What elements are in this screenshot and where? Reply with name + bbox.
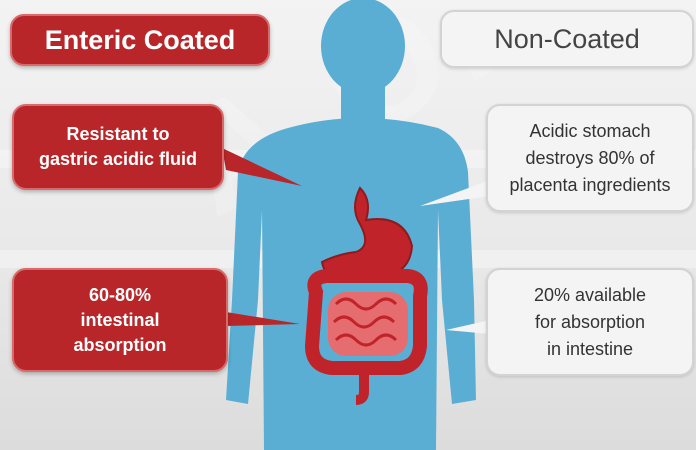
enteric-intestine-box: 60-80% intestinal absorption	[12, 268, 228, 372]
neck	[341, 82, 385, 122]
enteric-coated-heading: Enteric Coated	[10, 14, 270, 66]
non-coated-intestine-box: 20% available for absorption in intestin…	[486, 268, 694, 376]
human-body	[226, 0, 476, 450]
enteric-stomach-text: Resistant to gastric acidic fluid	[39, 122, 197, 172]
non-coated-stomach-box: Acidic stomach destroys 80% of placenta …	[486, 104, 694, 212]
non-coated-heading: Non-Coated	[440, 10, 694, 68]
enteric-intestine-text: 60-80% intestinal absorption	[74, 283, 167, 358]
non-coated-intestine-text: 20% available for absorption in intestin…	[534, 282, 646, 363]
enteric-stomach-box: Resistant to gastric acidic fluid	[12, 104, 224, 190]
non-coated-stomach-text: Acidic stomach destroys 80% of placenta …	[509, 118, 670, 199]
head	[321, 0, 405, 94]
